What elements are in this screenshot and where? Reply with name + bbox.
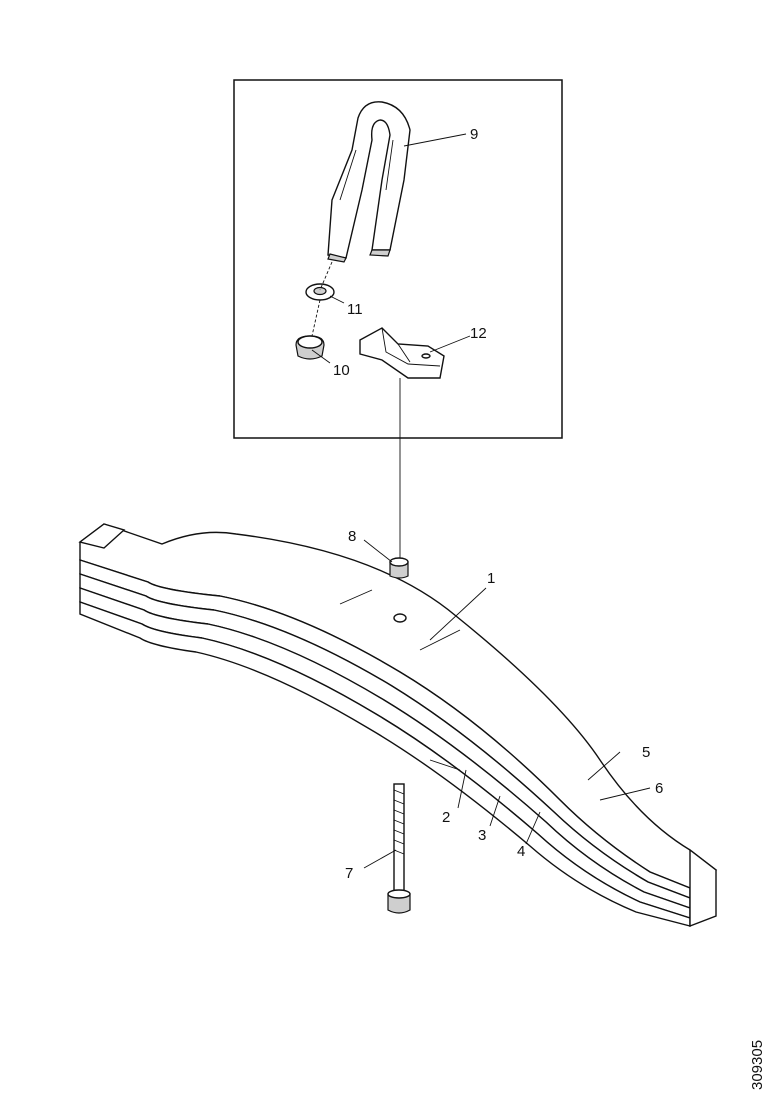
clamp-plate-part <box>359 327 445 379</box>
callout-3: 3 <box>478 827 486 844</box>
figure-number: 309305 <box>749 1040 766 1090</box>
callout-8: 8 <box>348 528 356 545</box>
callout-1: 1 <box>487 570 495 587</box>
leaf-spring-pack <box>78 523 718 928</box>
callout-7: 7 <box>345 865 353 882</box>
center-bolt-part <box>387 783 411 914</box>
center-nut-part <box>389 557 409 579</box>
callout-10: 10 <box>333 362 350 379</box>
callout-9: 9 <box>470 126 478 143</box>
callout-11: 11 <box>347 301 363 318</box>
callout-12: 12 <box>470 325 487 342</box>
callout-5: 5 <box>642 744 650 761</box>
washer-part <box>305 283 335 301</box>
callout-6: 6 <box>655 780 663 797</box>
callout-4: 4 <box>517 843 525 860</box>
u-bolt-part <box>327 101 411 263</box>
callout-2: 2 <box>442 809 450 826</box>
